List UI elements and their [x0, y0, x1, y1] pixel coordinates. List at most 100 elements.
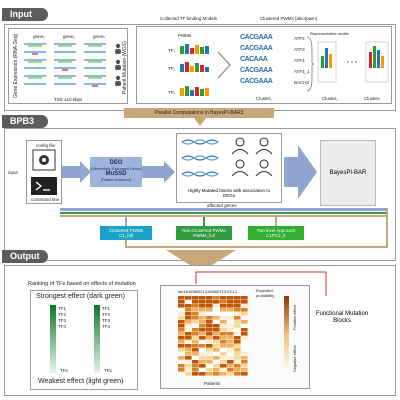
- heatmap-cell: [227, 296, 234, 300]
- heatmap-cell: [213, 320, 220, 324]
- heatmap-colorbar: [284, 296, 289, 372]
- affected-genes-line: [60, 208, 388, 211]
- heatmap-cell: [192, 304, 199, 308]
- heatmap-cell: [178, 324, 185, 328]
- heatmap-cell: [178, 356, 185, 360]
- heatmap-cell: [185, 364, 192, 368]
- pwm-to-cluster-arrow: [217, 51, 231, 79]
- rank-left-2: TF2: [58, 312, 67, 317]
- heatmap-cell: [185, 332, 192, 336]
- heatmap-cell: [234, 296, 241, 300]
- heatmap-cell: [227, 308, 234, 312]
- representative-logos: [317, 41, 389, 83]
- heatmap-cell: [185, 360, 192, 364]
- method-nonclustered-line2: PWMs_full: [193, 233, 215, 238]
- heatmap-cell: [199, 356, 206, 360]
- tf-label-2: TF₂: [168, 66, 176, 71]
- connector-bottom: [125, 246, 388, 248]
- pwm-logos: [180, 44, 209, 96]
- heatmap-cell: [178, 300, 185, 304]
- ranking-list-left: TF1 TF2 TF3 TF4: [58, 306, 78, 336]
- heatmap-cell: [220, 324, 227, 328]
- heatmap-cell: [241, 296, 248, 300]
- cluster-tf-1: ATF2: [294, 36, 305, 41]
- heatmap-cell: [178, 360, 185, 364]
- connector-mid: [203, 217, 205, 226]
- heatmap-cell: [234, 308, 241, 312]
- heatmap-cell: [220, 312, 227, 316]
- ranking-list-right: TF1 TF2 TF3 TF4: [102, 306, 122, 336]
- heatmap-cell: [206, 360, 213, 364]
- heatmap-cell: [199, 340, 206, 344]
- heatmap-cell: [234, 312, 241, 316]
- heatmap-cell: [213, 300, 220, 304]
- heatmap-grid: [178, 296, 248, 376]
- clustered-title: Clustered PWMs (abc4pwm): [260, 16, 318, 21]
- heatmap-cell: [178, 348, 185, 352]
- heatmap-cell: [227, 344, 234, 348]
- heatmap-cell: [206, 300, 213, 304]
- method-clustered-line2: C1_full: [118, 233, 133, 238]
- heatmap-cell: [241, 360, 248, 364]
- bayespi-bar-box: BayesPI-BAR: [320, 140, 376, 206]
- cluster-label-n: Clusterₙ: [364, 96, 381, 101]
- heatmap-cell: [241, 356, 248, 360]
- heatmap-cell: [241, 372, 248, 376]
- heatmap-cell: [234, 332, 241, 336]
- heatmap-cell: [192, 296, 199, 300]
- heatmap-cell: [199, 328, 206, 332]
- heatmap-cell: [185, 308, 192, 312]
- heatmap-cell: [199, 300, 206, 304]
- heatmap-cell: [192, 312, 199, 316]
- parallel-down-arrow: [194, 118, 206, 126]
- bpb3-to-output-arrow: [166, 250, 236, 272]
- gene-expression-panel: [8, 28, 128, 104]
- heatmap-cell: [206, 324, 213, 328]
- heatmap-title: chr16:60660213-60660713 KCL1: [178, 289, 238, 294]
- command-line-icon: [31, 177, 57, 195]
- heatmap-cell: [227, 332, 234, 336]
- heatmap-cell: [206, 368, 213, 372]
- heatmap-cell: [185, 340, 192, 344]
- tf-label-1: TF₁: [168, 48, 176, 53]
- affected-genes-label: affected genes: [205, 203, 239, 208]
- heatmap-cell: [192, 332, 199, 336]
- heatmap-cell: [192, 340, 199, 344]
- heatmap-cell: [192, 300, 199, 304]
- heatmap-cell: [206, 304, 213, 308]
- heatmap-cell: [178, 320, 185, 324]
- affected-genes-line-orange: [60, 215, 388, 217]
- tf-label-x: TFₓ: [168, 90, 175, 95]
- heatmap-cell: [213, 316, 220, 320]
- method-twolevel-line2: C1PC2_fr: [266, 233, 286, 238]
- heatmap-cell: [213, 344, 220, 348]
- heatmap-cell: [185, 304, 192, 308]
- affected-genes-line-green: [60, 212, 388, 214]
- heatmap-cell: [178, 340, 185, 344]
- heatmap-cell: [206, 352, 213, 356]
- heatmap-cell: [213, 296, 220, 300]
- heatmap-cell: [234, 336, 241, 340]
- heatmap-cell: [192, 308, 199, 312]
- negative-effect-label: Negative effect: [292, 345, 297, 372]
- heatmap-cell: [206, 312, 213, 316]
- config-file-label: config file: [36, 143, 56, 148]
- heatmap-cell: [220, 300, 227, 304]
- heatmap-cell: [213, 360, 220, 364]
- heatmap-cell: [185, 352, 192, 356]
- heatmap-cell: [241, 344, 248, 348]
- heatmap-cell: [199, 352, 206, 356]
- heatmap-cell: [220, 356, 227, 360]
- heatmap-cell: [185, 356, 192, 360]
- heatmap-cell: [213, 336, 220, 340]
- heatmap-cell: [234, 368, 241, 372]
- heatmap-cell: [199, 348, 206, 352]
- heatmap-cell: [227, 324, 234, 328]
- heatmap-cell: [185, 328, 192, 332]
- heatmap-cell: [213, 340, 220, 344]
- input-section-header: Input: [2, 8, 48, 21]
- heatmap-cell: [192, 364, 199, 368]
- heatmap-cell: [199, 364, 206, 368]
- heatmap-cell: [178, 316, 185, 320]
- parallel-computations-bar: Parallel Computations in BayesPI-BAR3: [124, 108, 274, 118]
